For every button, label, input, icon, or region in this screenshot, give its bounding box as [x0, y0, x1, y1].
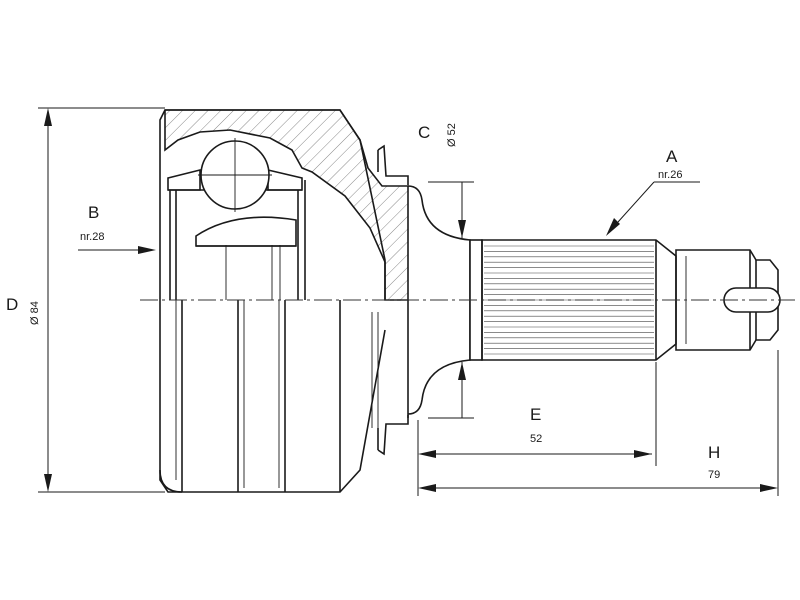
dimension-b: B nr.28 — [78, 203, 156, 254]
dimension-h: H 79 — [418, 350, 779, 496]
label-e-value: 52 — [530, 433, 542, 445]
label-d-letter: D — [6, 295, 18, 314]
label-a-value: nr.26 — [658, 169, 682, 181]
housing-hatched-section — [164, 109, 409, 301]
label-c-value: Ø 52 — [446, 123, 458, 147]
label-e-letter: E — [530, 405, 541, 424]
dimension-a: A nr.26 — [606, 147, 700, 236]
spline-lines — [484, 245, 654, 355]
ball-bearing — [198, 138, 272, 212]
dimension-d: D Ø 84 — [6, 107, 165, 493]
label-b-value: nr.28 — [80, 231, 104, 243]
label-h-value: 79 — [708, 469, 720, 481]
label-h-letter: H — [708, 443, 720, 462]
label-c-letter: C — [418, 123, 430, 142]
label-d-value: Ø 84 — [29, 301, 41, 325]
label-a-letter: A — [666, 147, 678, 166]
label-b-letter: B — [88, 203, 99, 222]
dimension-e: E 52 — [417, 362, 657, 496]
dimension-c: C Ø 52 — [418, 123, 474, 419]
outer-housing — [159, 109, 409, 493]
